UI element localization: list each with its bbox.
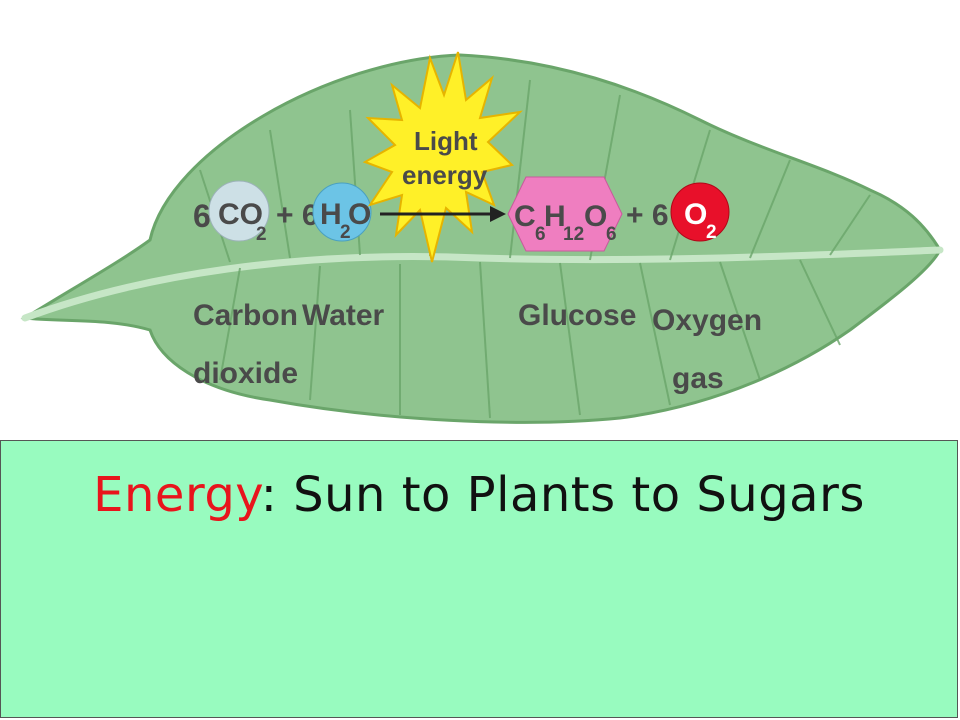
co2-formula: CO	[218, 198, 263, 231]
h2o-o: O	[348, 198, 371, 231]
co2-name-line1: Carbon	[193, 299, 298, 332]
o2-subscript: 2	[706, 222, 717, 243]
light-energy-line1: Light	[414, 126, 478, 156]
glucose-name: Glucose	[518, 299, 636, 332]
slide-title: Energy: Sun to Plants to Sugars	[1, 467, 957, 523]
h2o-subscript: 2	[340, 222, 351, 243]
glucose-h-sub: 12	[563, 224, 584, 245]
co2-coefficient: 6	[193, 198, 211, 234]
plus-six-1: + 6	[276, 199, 319, 232]
title-highlight: Energy	[93, 467, 261, 523]
glucose-hexagon	[507, 176, 623, 252]
co2-name-line2: dioxide	[193, 357, 298, 390]
h2o-h: H	[320, 198, 342, 231]
o2-formula: O	[684, 198, 707, 231]
o2-circle	[670, 182, 730, 242]
plus-six-2: + 6	[626, 199, 669, 232]
glucose-o: O	[584, 200, 607, 233]
oxygen-name-line2: gas	[672, 362, 724, 395]
glucose-o-sub: 6	[606, 224, 617, 245]
leaf-midrib	[21, 246, 944, 322]
glucose-h: H	[544, 200, 566, 233]
glucose-c-sub: 6	[535, 224, 546, 245]
reaction-arrowhead	[490, 206, 506, 222]
photosynthesis-diagram: 6 CO 2 Carbon dioxide + 6 H 2 O Water Li…	[20, 51, 944, 424]
light-energy-line2: energy	[402, 160, 488, 190]
h2o-circle	[312, 182, 372, 242]
light-starburst	[362, 51, 524, 263]
oxygen-name-line1: Oxygen	[652, 304, 762, 337]
water-name: Water	[302, 299, 385, 332]
title-box: Energy: Sun to Plants to Sugars	[0, 440, 958, 718]
title-rest: : Sun to Plants to Sugars	[260, 467, 865, 523]
co2-circle	[208, 180, 270, 242]
co2-subscript: 2	[256, 224, 267, 245]
glucose-c: C	[514, 200, 536, 233]
